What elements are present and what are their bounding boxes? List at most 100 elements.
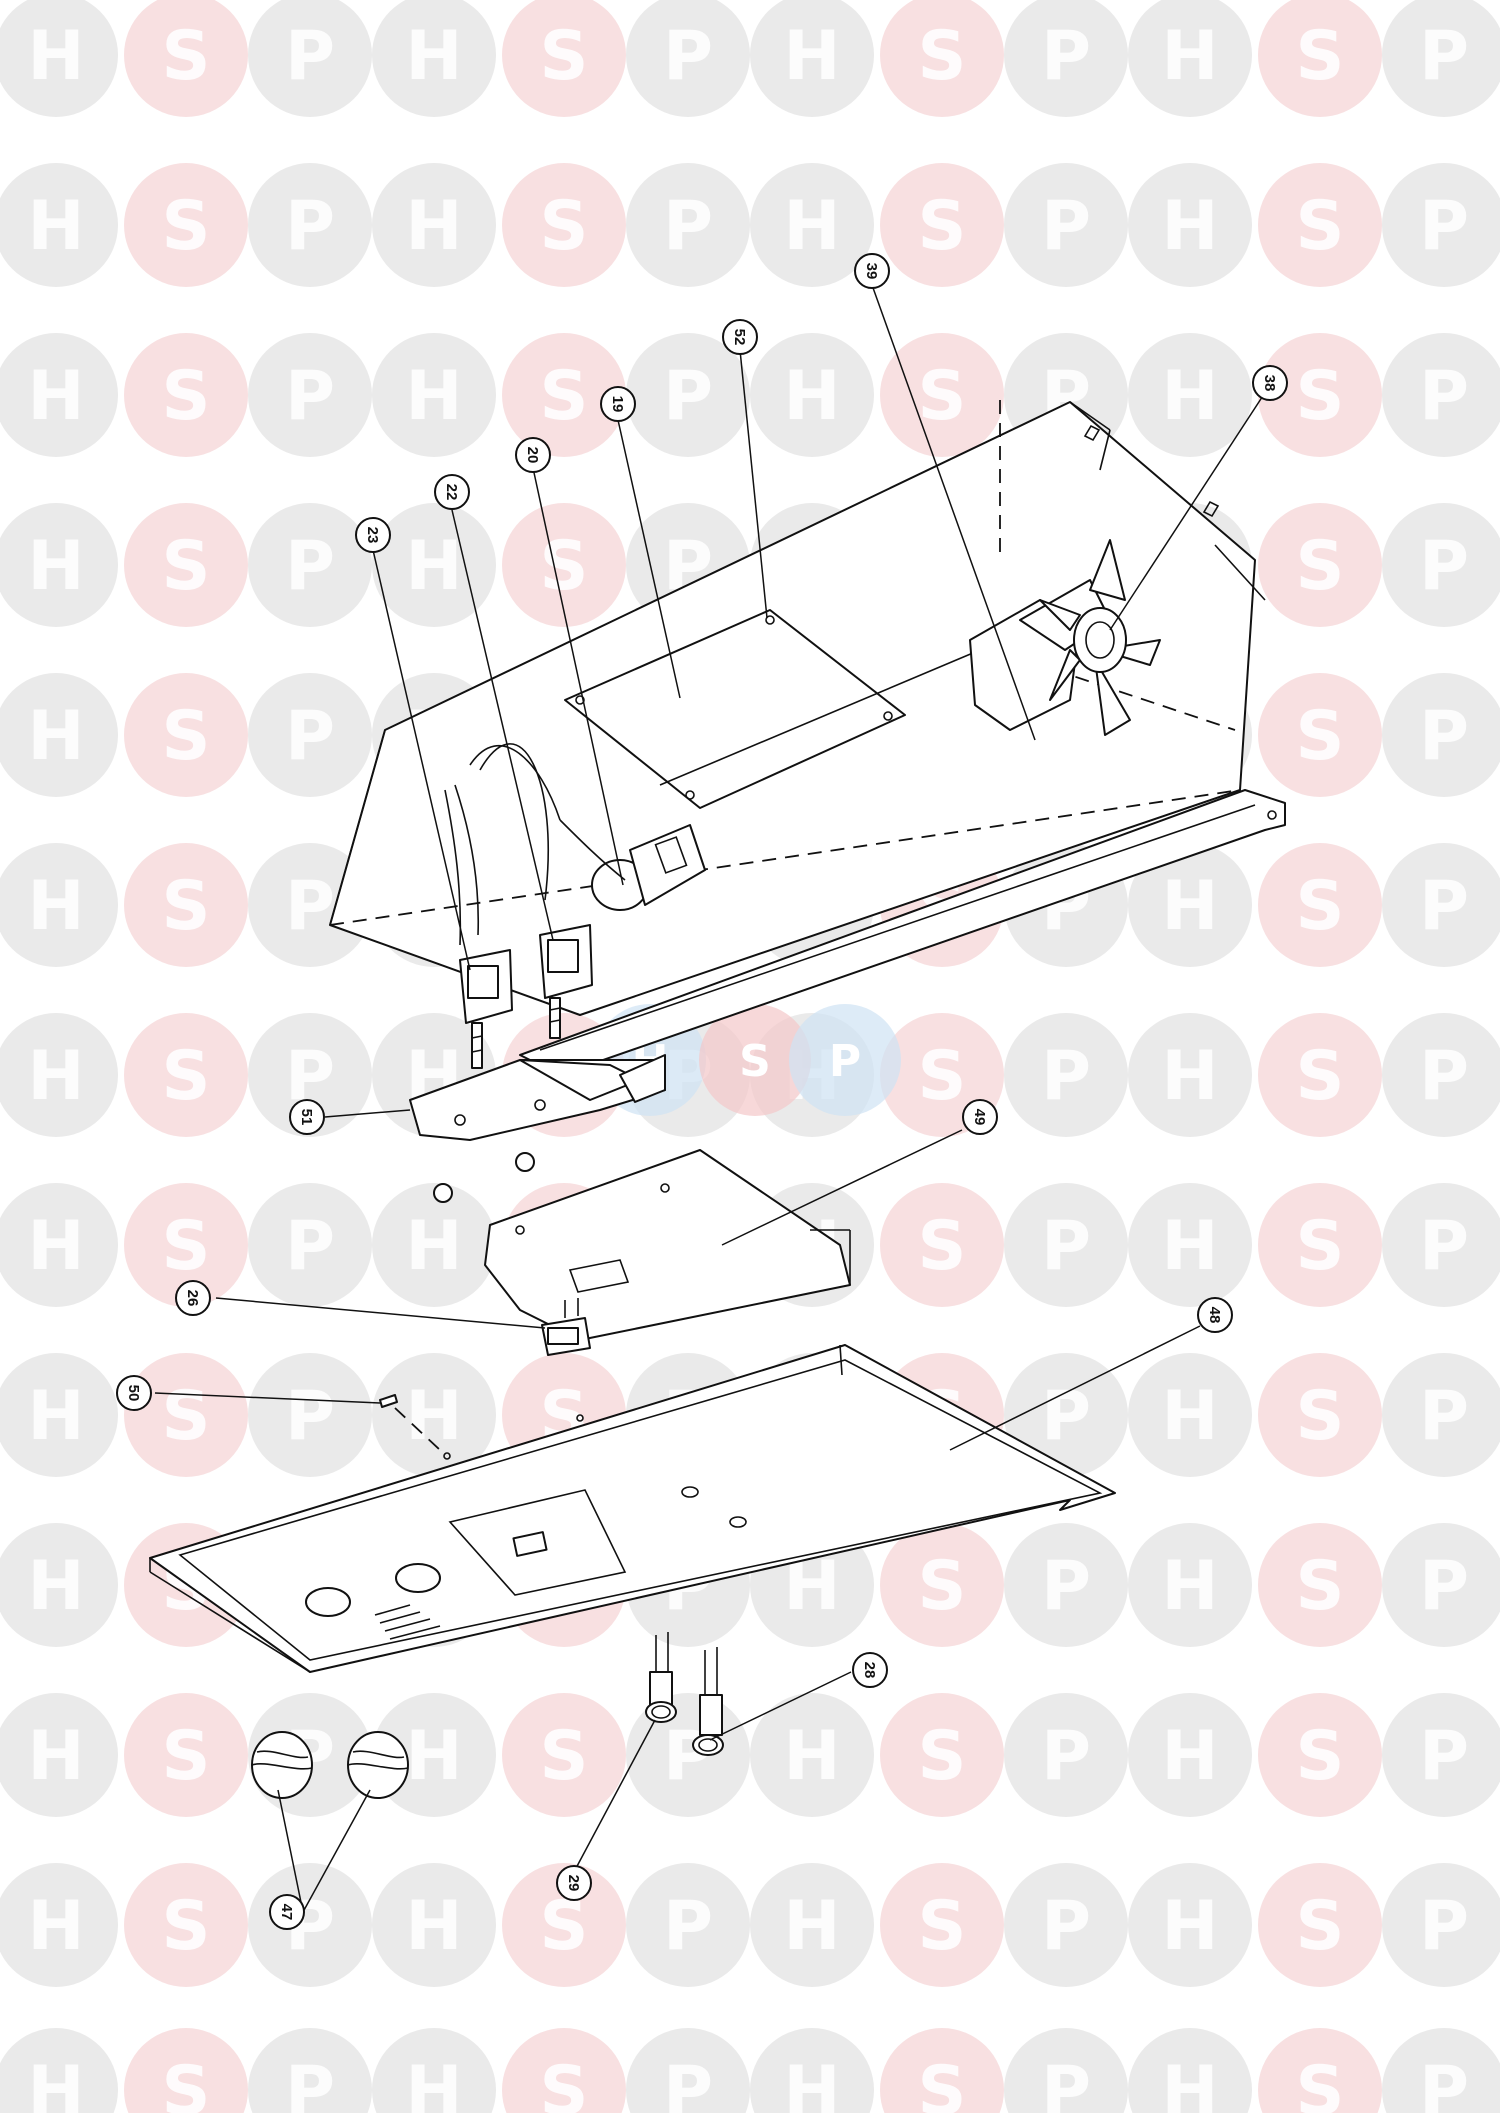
watermark-disc (1382, 1183, 1500, 1307)
watermark-letter: P (663, 2052, 713, 2113)
watermark-disc (1382, 163, 1500, 287)
watermark-letter: S (162, 1377, 211, 1456)
watermark-disc (1128, 1693, 1252, 1817)
fascia-panel (149, 1344, 1116, 1673)
watermark-letter: H (406, 2052, 463, 2113)
callout-23: 23 (355, 517, 391, 553)
callout-39: 39 (854, 253, 890, 289)
watermark-letter: S (1296, 187, 1345, 266)
watermark-disc (248, 333, 372, 457)
watermark-letter: S (162, 187, 211, 266)
callout-label: 20 (524, 447, 541, 464)
watermark-disc (372, 333, 496, 457)
watermark-disc (1382, 0, 1500, 117)
toggle-switch-23 (459, 949, 513, 1069)
watermark-disc (502, 163, 626, 287)
watermark-disc (750, 1863, 874, 1987)
watermark-disc (1004, 2028, 1128, 2113)
watermark-disc (1258, 333, 1382, 457)
watermark-disc (248, 2028, 372, 2113)
callout-label: 39 (863, 263, 880, 280)
callout-label: 50 (125, 1385, 142, 1402)
watermark-disc (248, 843, 372, 967)
callout-label: 19 (609, 396, 626, 413)
watermark-disc (372, 2028, 496, 2113)
watermark-letter: S (1296, 697, 1345, 776)
watermark-disc (0, 1353, 118, 1477)
callout-circle (515, 437, 551, 473)
watermark-disc (124, 503, 248, 627)
watermark-disc (1128, 1013, 1252, 1137)
watermark-disc (1128, 2028, 1252, 2113)
watermark-letter: P (1041, 1377, 1091, 1456)
watermark-letter: P (285, 357, 335, 436)
callout-label: 47 (278, 1904, 295, 1921)
watermark-letter: P (285, 2052, 335, 2113)
screw (379, 1394, 451, 1460)
watermark-letter: P (285, 1207, 335, 1286)
watermark-letter: S (1296, 527, 1345, 606)
switch-bracket (409, 1054, 666, 1203)
terminal-connector (591, 824, 706, 911)
watermark-disc (1004, 1693, 1128, 1817)
indicator-lamp-left (645, 1632, 677, 1723)
watermark-disc (0, 673, 118, 797)
callout-label: 38 (1261, 375, 1278, 392)
watermark-disc (626, 0, 750, 117)
watermark-letter: S (918, 17, 967, 96)
watermark-letter: P (1419, 867, 1469, 946)
watermark-letter: H (784, 187, 841, 266)
support-plate (484, 1149, 851, 1341)
watermark-letter: H (784, 1887, 841, 1966)
watermark-letter: H (28, 1547, 85, 1626)
watermark-letter: H (406, 1377, 463, 1456)
watermark-disc (124, 333, 248, 457)
watermark-letter: H (28, 1717, 85, 1796)
watermark-letter: H (1162, 1547, 1219, 1626)
watermark-disc (880, 2028, 1004, 2113)
watermark-letter: P (1419, 527, 1469, 606)
watermark-disc (1258, 1183, 1382, 1307)
watermark-disc (502, 2028, 626, 2113)
watermark-letter: P (1041, 1547, 1091, 1626)
watermark-disc (1382, 2028, 1500, 2113)
watermark-disc (1128, 163, 1252, 287)
callout-label: 28 (861, 1662, 878, 1679)
watermark-disc (372, 0, 496, 117)
watermark-disc (502, 1693, 626, 1817)
watermark-disc (1258, 503, 1382, 627)
callout-19: 19 (600, 386, 636, 422)
watermark-disc (750, 2028, 874, 2113)
leader-lines (154, 284, 1271, 1913)
watermark-letter: S (918, 1207, 967, 1286)
watermark-letter: P (1419, 697, 1469, 776)
watermark-disc (1258, 1013, 1382, 1137)
watermark-letter: S (540, 357, 589, 436)
watermark-letter: S (162, 697, 211, 776)
watermark-disc (1128, 1523, 1252, 1647)
watermark-letter: P (1419, 1207, 1469, 1286)
watermark-disc (0, 1013, 118, 1137)
watermark-letter: H (28, 527, 85, 606)
callout-circle (269, 1894, 305, 1930)
watermark-letter: S (918, 1717, 967, 1796)
watermark-letter: H (28, 1377, 85, 1456)
watermark-disc (880, 163, 1004, 287)
callout-50: 50 (116, 1375, 152, 1411)
watermark-letter: S (540, 527, 589, 606)
watermark-letter: P (285, 17, 335, 96)
watermark-letter: H (1162, 1037, 1219, 1116)
watermark-letter: P (663, 357, 713, 436)
watermark-letter: H (28, 1887, 85, 1966)
watermark-disc (124, 0, 248, 117)
watermark-letter: P (663, 187, 713, 266)
watermark-disc (0, 843, 118, 967)
watermark-disc (248, 0, 372, 117)
watermark-disc (124, 673, 248, 797)
watermark-letter: S (918, 1037, 967, 1116)
watermark-letter: S (162, 357, 211, 436)
watermark-letter: S (540, 2052, 589, 2113)
watermark-disc (1258, 1523, 1382, 1647)
watermark-letter: H (28, 697, 85, 776)
